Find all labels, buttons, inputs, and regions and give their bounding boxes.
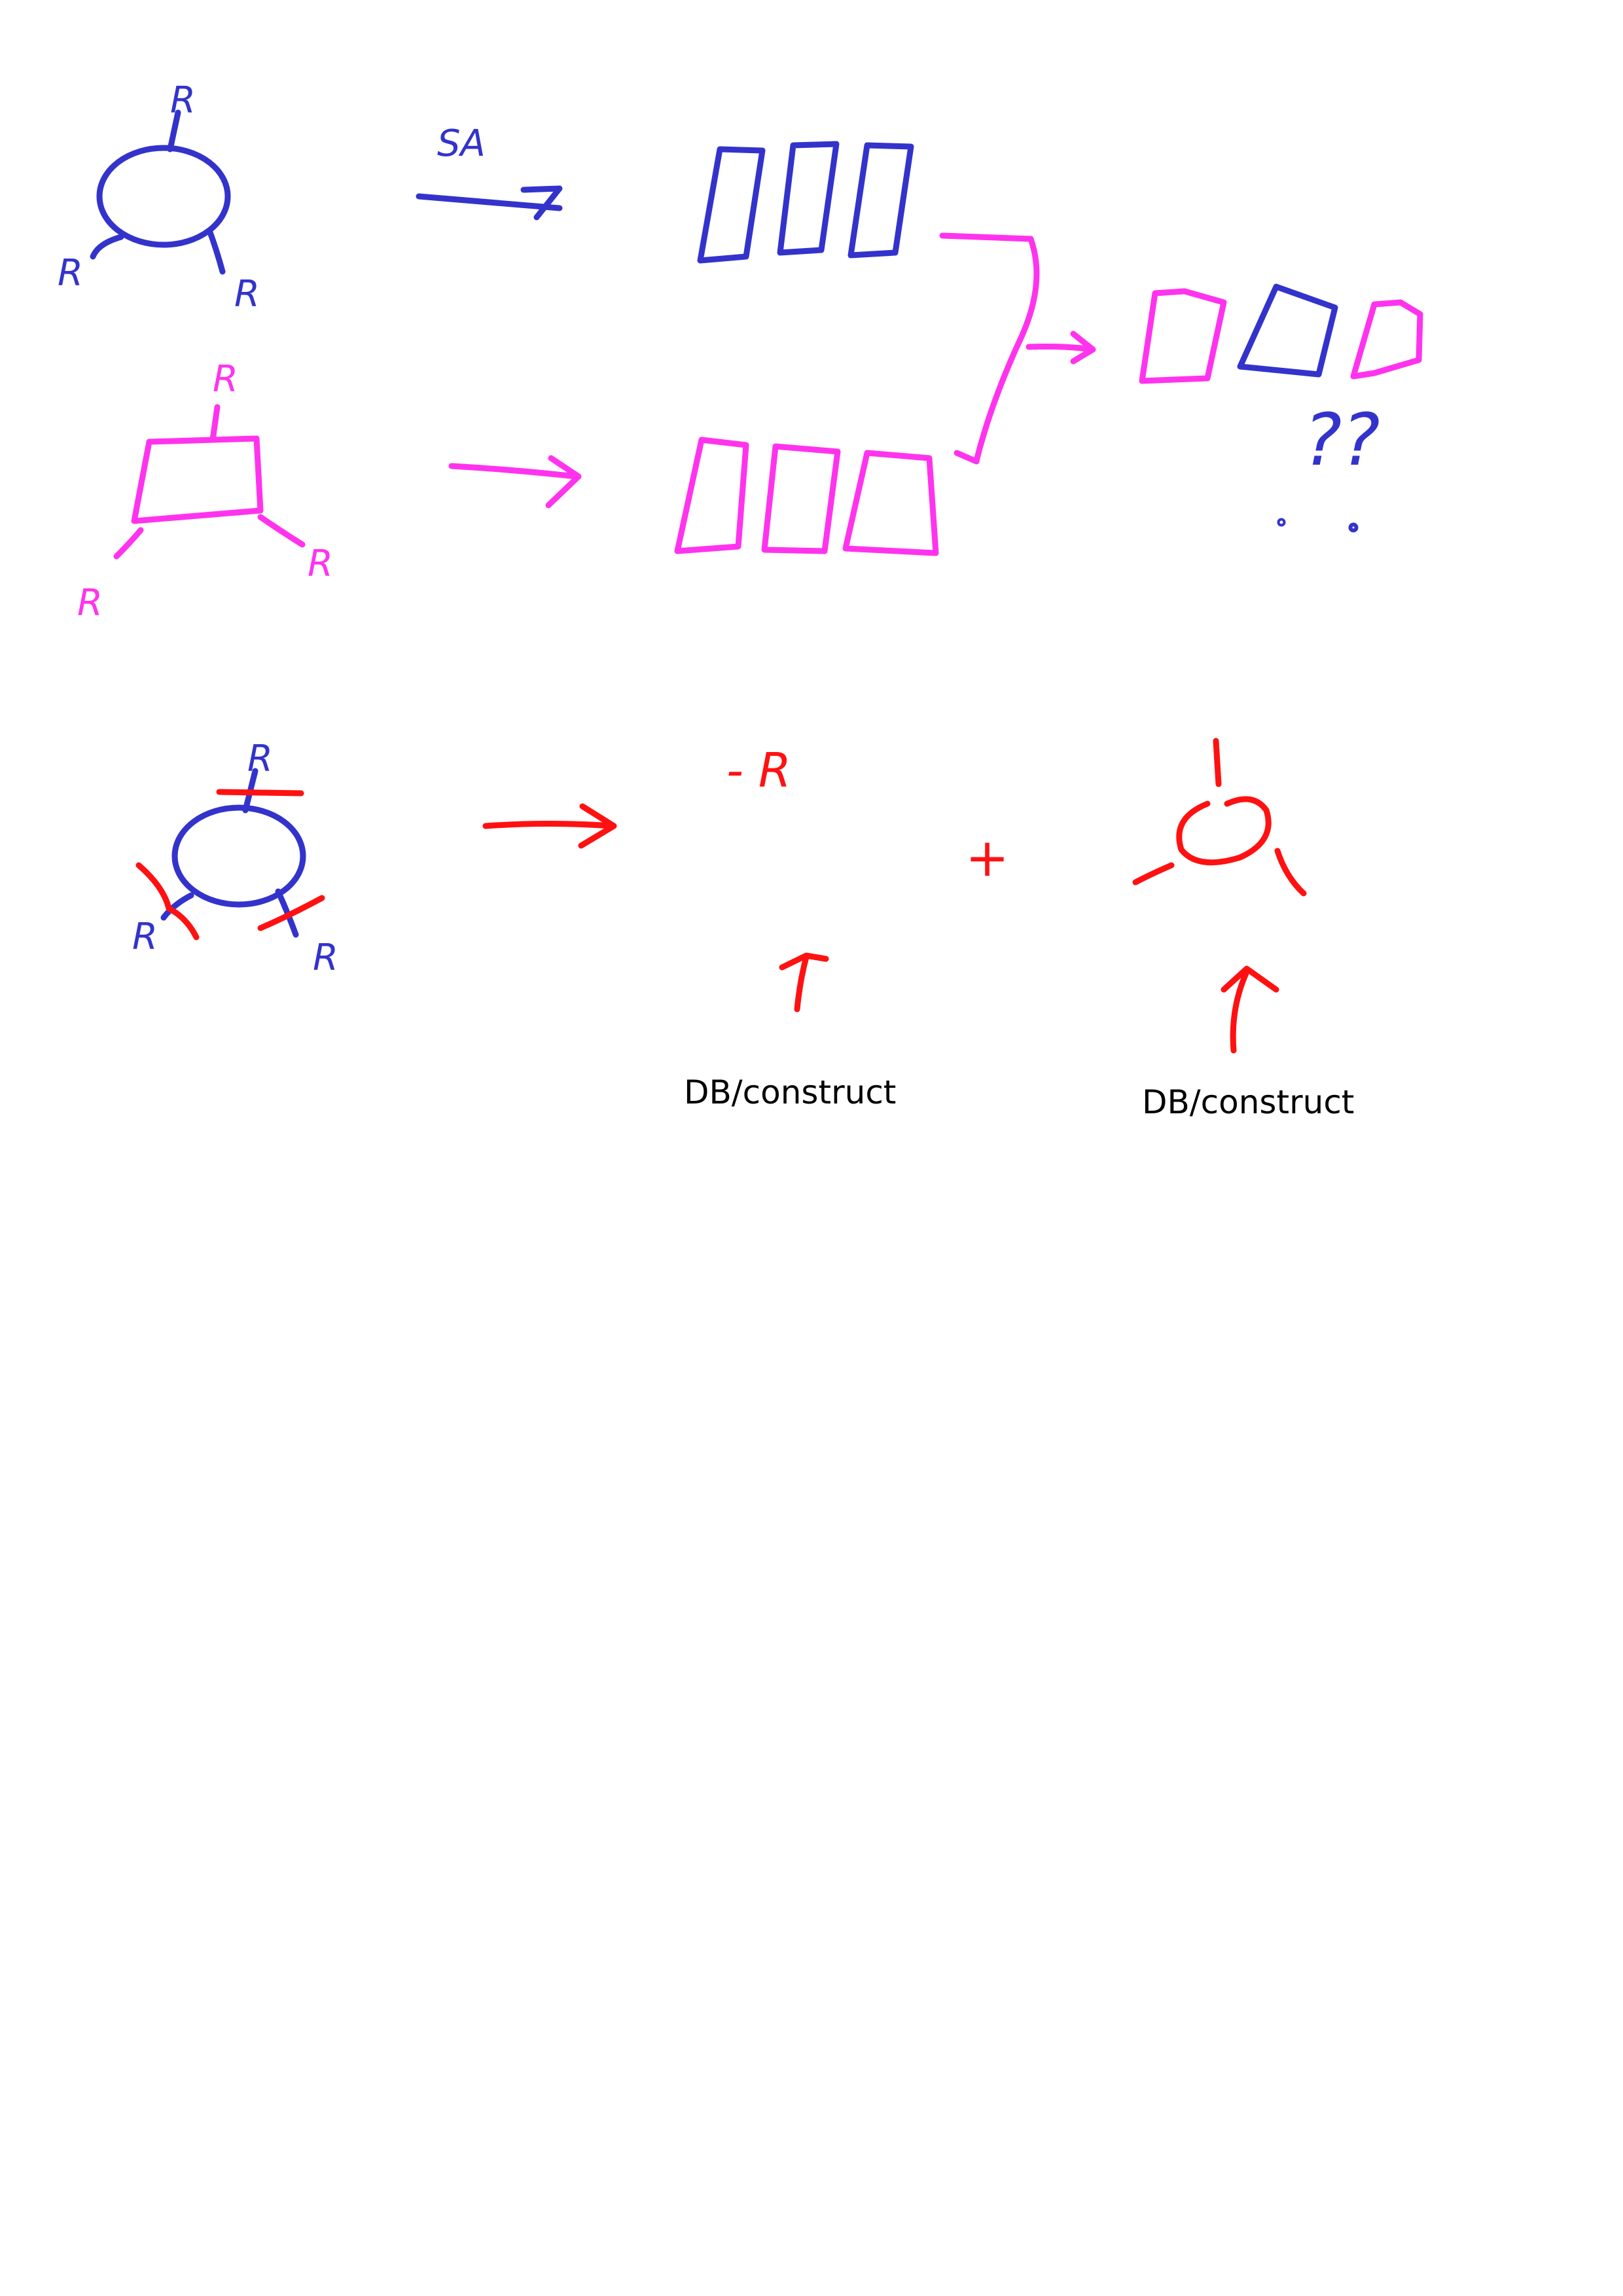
magenta-block-1 [674, 437, 749, 554]
red-fragment: - R [726, 743, 829, 1013]
core-ring [1176, 796, 1272, 866]
blue-molecule-ring-2 [171, 804, 306, 908]
blue-substituent-top: R [170, 79, 196, 122]
magenta-block-2 [761, 443, 841, 554]
magenta-substituent-left: R [77, 582, 103, 624]
blue-molecule: R R R [58, 79, 260, 315]
core-bond-top [1213, 738, 1222, 787]
magenta-bond-top [209, 404, 221, 443]
blue-blocks [697, 141, 914, 264]
blue-bond-left-2 [160, 892, 194, 921]
magenta-bond-left [113, 527, 144, 560]
red-core-fragment [1132, 738, 1307, 1054]
red-pointer-right [1221, 965, 1279, 1054]
magenta-bond-right [257, 514, 306, 548]
blue-substituent-left-2: R [132, 916, 158, 958]
blue-block-1 [697, 146, 766, 264]
result-block-magenta-2 [1350, 299, 1423, 380]
blue-bond-top [167, 109, 181, 152]
bracket-arrow-shaft [1026, 344, 1095, 353]
dot-1 [1277, 518, 1286, 527]
caption-db-construct-right: DB/construct [1142, 1083, 1355, 1121]
result-block-magenta-1 [1139, 288, 1227, 384]
caption-db-construct-left: DB/construct [684, 1073, 897, 1111]
blue-molecule-ring [96, 145, 231, 248]
dot-2 [1348, 522, 1359, 533]
red-arrow-head [578, 803, 617, 849]
blue-molecule-crossed: R R R [132, 738, 338, 979]
core-bond-left [1132, 862, 1175, 886]
blue-substituent-top-2: R [247, 738, 273, 780]
magenta-arrow [448, 455, 582, 509]
combining-bracket [939, 232, 1096, 465]
sa-arrow-shaft [416, 193, 563, 211]
magenta-arrow-shaft [448, 463, 579, 480]
blue-bond-right [206, 227, 226, 275]
cut-mark-left [135, 862, 200, 941]
red-arrow [482, 803, 617, 849]
red-pointer-left [779, 952, 829, 1013]
magenta-substituent-top: R [213, 358, 238, 401]
core-bond-right [1274, 848, 1307, 897]
blue-substituent-right-2: R [313, 937, 338, 979]
plus-sign: + [965, 827, 1009, 888]
magenta-arrow-head [545, 455, 582, 509]
sa-arrow: SA [416, 122, 563, 221]
question-marks: ?? [1304, 398, 1380, 482]
sa-arrow-label: SA [437, 122, 486, 165]
blue-bond-left [90, 234, 124, 260]
red-fragment-label: - R [726, 743, 791, 798]
result-blocks: ?? [1139, 283, 1423, 533]
blue-substituent-left: R [58, 252, 83, 295]
blue-block-3 [847, 142, 914, 259]
magenta-molecule: R R R [77, 358, 333, 624]
result-block-blue [1237, 283, 1338, 378]
bracket-line [939, 232, 1040, 465]
magenta-substituent-right: R [308, 543, 333, 585]
magenta-block-3 [842, 450, 939, 556]
magenta-blocks [674, 437, 939, 556]
magenta-molecule-square [131, 435, 264, 524]
blue-block-2 [777, 141, 840, 256]
red-arrow-shaft [482, 821, 615, 829]
bracket-arrow-head [1070, 331, 1096, 365]
red-cut-marks [135, 789, 325, 941]
sa-arrow-head [520, 185, 563, 221]
cut-mark-top [216, 789, 304, 797]
blue-substituent-right: R [234, 273, 260, 315]
cut-mark-right [257, 895, 325, 931]
